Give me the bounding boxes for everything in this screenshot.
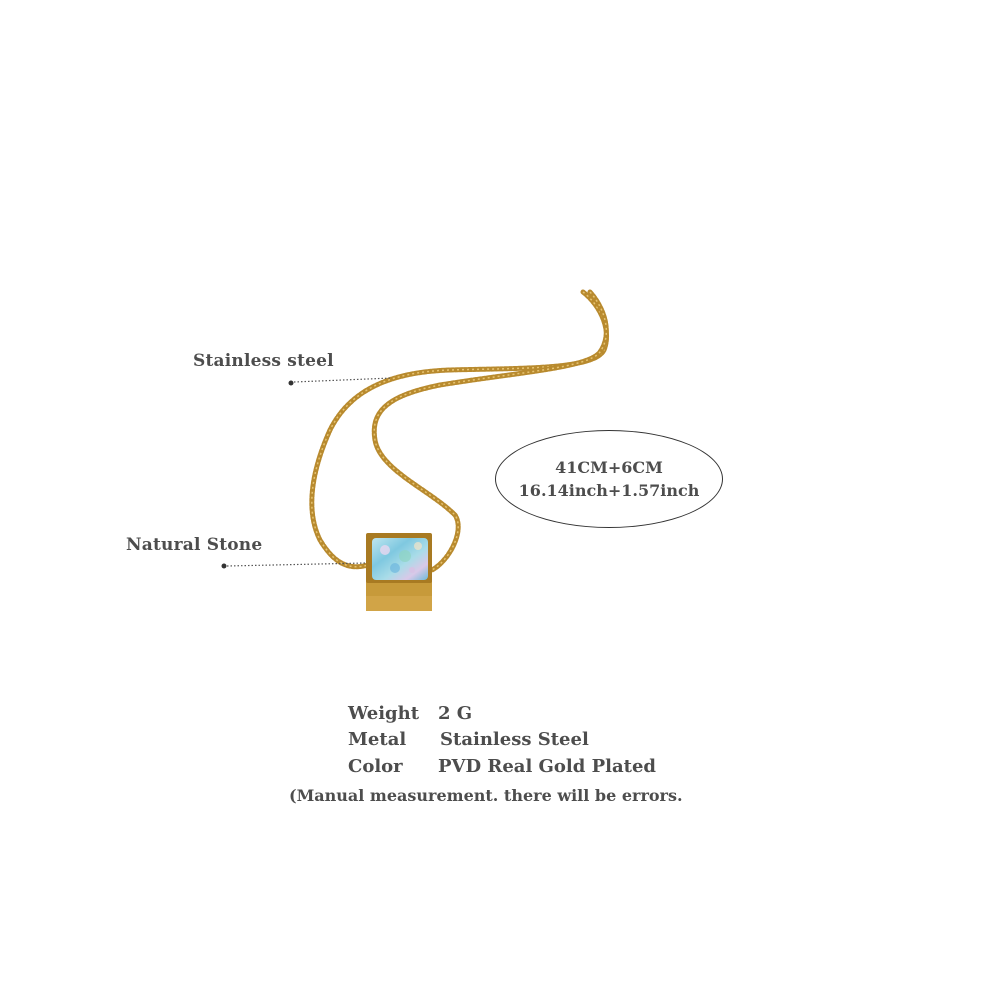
spec-value: Stainless Steel <box>440 729 589 751</box>
spec-key: Color <box>348 755 403 777</box>
square-pendant <box>366 533 432 611</box>
spec-row-color: Color PVD Real Gold Plated <box>348 753 656 780</box>
callout-line-stone <box>221 562 367 569</box>
spec-row-weight: Weight 2 G <box>348 700 656 727</box>
spec-key: Metal <box>348 729 407 751</box>
callout-line-material <box>288 377 393 386</box>
spec-value: PVD Real Gold Plated <box>438 755 657 777</box>
spec-list: Weight 2 G Metal Stainless Steel Color P… <box>348 700 656 780</box>
spec-key: Weight <box>348 702 420 724</box>
size-inch: 16.14inch+1.57inch <box>518 481 700 500</box>
spec-row-metal: Metal Stainless Steel <box>348 727 656 754</box>
size-cm: 41CM+6CM <box>555 458 663 477</box>
callout-label-stone: Natural Stone <box>126 535 263 555</box>
size-badge: 41CM+6CM 16.14inch+1.57inch <box>495 430 723 528</box>
chain-strand-inner <box>371 289 609 573</box>
spec-value: 2 G <box>438 702 473 724</box>
measurement-note: (Manual measurement. there will be error… <box>289 786 683 805</box>
callout-label-material: Stainless steel <box>193 351 334 371</box>
